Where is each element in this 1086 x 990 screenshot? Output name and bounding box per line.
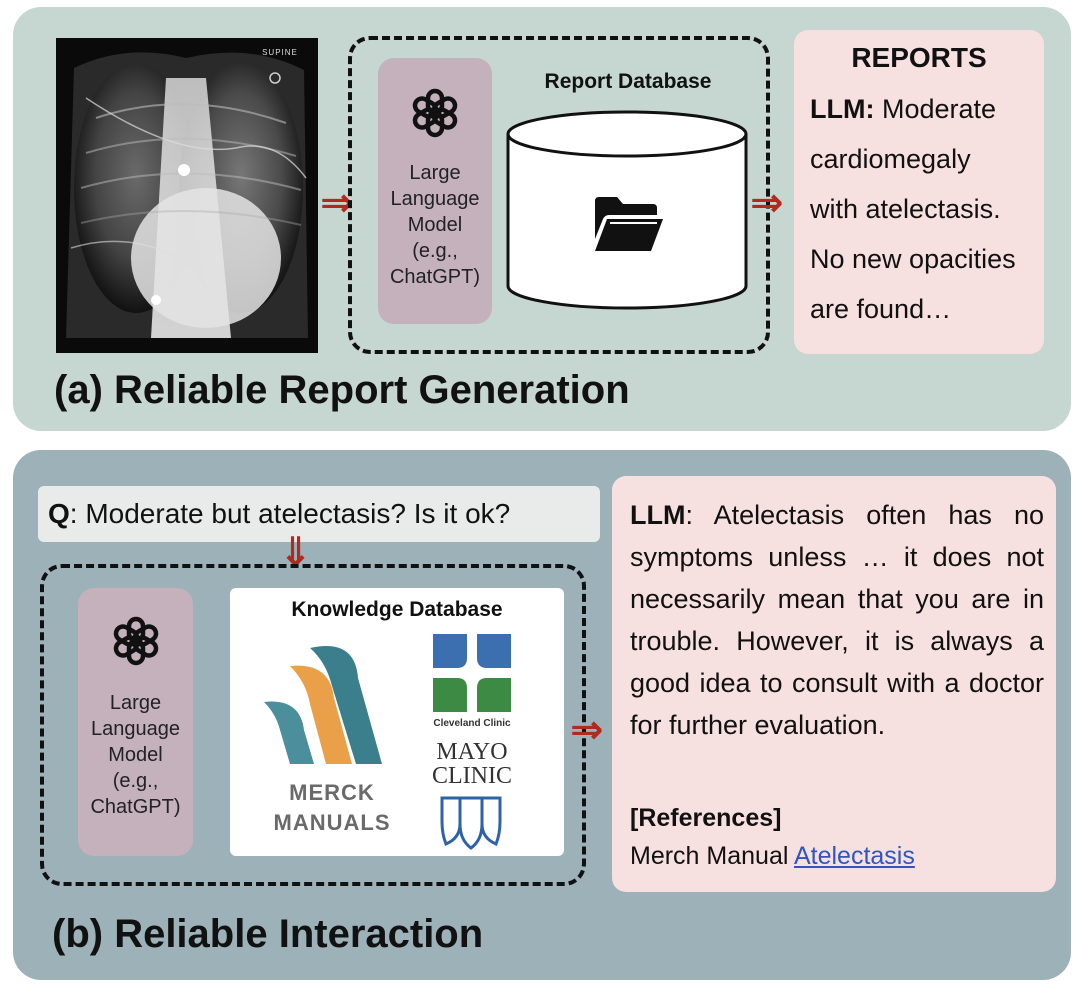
knowledge-database-box: Knowledge Database MERCK MANUALS Clevela… [230, 588, 564, 856]
report-system-box [348, 36, 770, 354]
report-box: REPORTS LLM: Moderate cardiomegaly with … [794, 30, 1044, 354]
answer-box: LLM: Atelectasis often has no symptoms u… [612, 476, 1056, 892]
cleveland-clinic-logo-text: Cleveland Clinic [433, 718, 511, 729]
merck-manuals-logo-text: MERCK MANUALS [273, 780, 391, 835]
mayo-clinic-shield-icon [440, 796, 502, 850]
folder-icon [595, 197, 663, 251]
caption-a: (a) Reliable Report Generation [54, 368, 630, 412]
openai-logo-icon [412, 88, 458, 138]
reference-entry: Merch Manual Atelectasis [630, 842, 915, 870]
llm-box: Large Language Model (e.g., ChatGPT) [378, 58, 492, 324]
llm-box: Large Language Model (e.g., ChatGPT) [78, 588, 193, 856]
report-title: REPORTS [851, 42, 987, 73]
openai-logo-icon [113, 616, 159, 666]
double-arrow-right-icon: ⇒ [570, 708, 604, 752]
answer-text: LLM: Atelectasis often has no symptoms u… [630, 500, 1044, 740]
report-database-title: Report Database [544, 70, 712, 93]
report-text: LLM: Moderate cardiomegaly with atelecta… [810, 94, 1016, 324]
double-arrow-down-icon: ⇒ [274, 534, 318, 568]
chest-xray-image [56, 38, 318, 353]
xray-label: SUPINE [262, 48, 298, 57]
llm-label: Large Language Model (e.g., ChatGPT) [389, 162, 481, 288]
reference-link[interactable]: Atelectasis [793, 842, 915, 870]
llm-label: Large Language Model (e.g., ChatGPT) [90, 692, 181, 818]
mayo-clinic-logo-text: MAYO CLINIC [432, 739, 512, 789]
double-arrow-right-icon: ⇒ [320, 181, 354, 225]
cleveland-clinic-logo-icon [433, 634, 511, 712]
caption-b: (b) Reliable Interaction [52, 912, 484, 956]
question-bar: Q: Moderate but atelectasis? Is it ok? [38, 486, 600, 542]
knowledge-database-title: Knowledge Database [291, 598, 503, 621]
double-arrow-right-icon: ⇒ [750, 181, 784, 225]
interaction-system-box [40, 564, 586, 886]
merck-manuals-logo-icon [264, 646, 382, 764]
references-label: [References] [630, 804, 782, 832]
